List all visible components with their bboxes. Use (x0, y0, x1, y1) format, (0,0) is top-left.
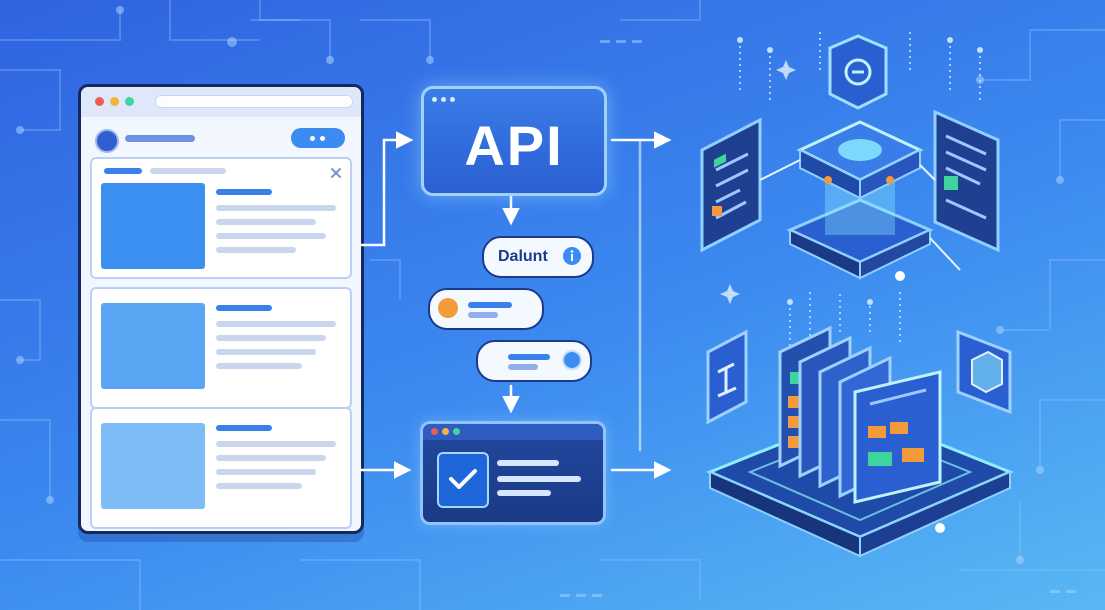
orange-status-dot (438, 298, 458, 318)
bubble-text-line (508, 364, 538, 370)
window-minimize-dot (442, 428, 449, 435)
blue-status-dot (562, 350, 582, 370)
card-title-line (216, 305, 272, 311)
content-card (90, 287, 352, 409)
address-bar (155, 95, 353, 108)
card-text-line (216, 349, 316, 355)
card-thumbnail (101, 183, 205, 269)
card-title-line (216, 425, 272, 431)
info-icon (563, 247, 581, 265)
card-thumbnail (101, 423, 205, 509)
bubble-text-line (468, 302, 512, 308)
menu-pill-button (291, 128, 345, 148)
api-label: API (464, 114, 564, 177)
card-text-line (216, 233, 326, 239)
card-text-line (216, 363, 302, 369)
card-title-line (216, 189, 272, 195)
api-box-dot (432, 97, 437, 102)
api-box-dot (450, 97, 455, 102)
card-text-line (216, 469, 316, 475)
bubble-text-line (508, 354, 550, 360)
close-icon (331, 168, 341, 178)
window-maximize-dot (453, 428, 460, 435)
card-text-line (216, 441, 336, 447)
avatar (95, 129, 119, 153)
right-icon-tile (956, 329, 1012, 415)
card-stack-illustration (706, 292, 1014, 558)
shield-badge-icon (828, 34, 888, 110)
check-window-titlebar (423, 424, 603, 440)
bubble-text-line (468, 312, 498, 318)
card-text-line (216, 219, 316, 225)
card-tag-line (104, 168, 142, 174)
stacked-cards (778, 325, 942, 504)
window-minimize-dot (110, 97, 119, 106)
card-thumbnail (101, 303, 205, 389)
right-code-panel (933, 109, 1000, 253)
chat-bubble-bottom (476, 340, 592, 382)
server-base (786, 198, 934, 280)
header-text-placeholder (125, 135, 195, 142)
server-stack-illustration (700, 30, 1000, 281)
window-text-line (497, 460, 559, 466)
card-text-line (216, 247, 296, 253)
server-top (796, 120, 924, 200)
checkmark-icon (449, 469, 477, 489)
window-text-line (497, 476, 581, 482)
window-close-dot (431, 428, 438, 435)
card-text-line (216, 483, 302, 489)
api-box: API (421, 86, 607, 196)
card-text-line (216, 455, 326, 461)
chat-bubble-label: Dalunt (498, 248, 548, 265)
check-tile (437, 452, 489, 508)
left-icon-tile (706, 329, 748, 425)
card-text-line (216, 335, 326, 341)
content-card (90, 157, 352, 279)
window-close-dot (95, 97, 104, 106)
browser-window (78, 84, 364, 534)
window-text-line (497, 490, 551, 496)
chat-bubble-top: Dalunt (482, 236, 594, 278)
card-text-line (216, 321, 336, 327)
window-maximize-dot (125, 97, 134, 106)
check-window (420, 421, 606, 525)
card-header-line (150, 168, 226, 174)
left-code-panel (700, 117, 762, 253)
api-box-dot (441, 97, 446, 102)
card-text-line (216, 205, 336, 211)
chat-bubble-middle (428, 288, 544, 330)
content-card (90, 407, 352, 529)
